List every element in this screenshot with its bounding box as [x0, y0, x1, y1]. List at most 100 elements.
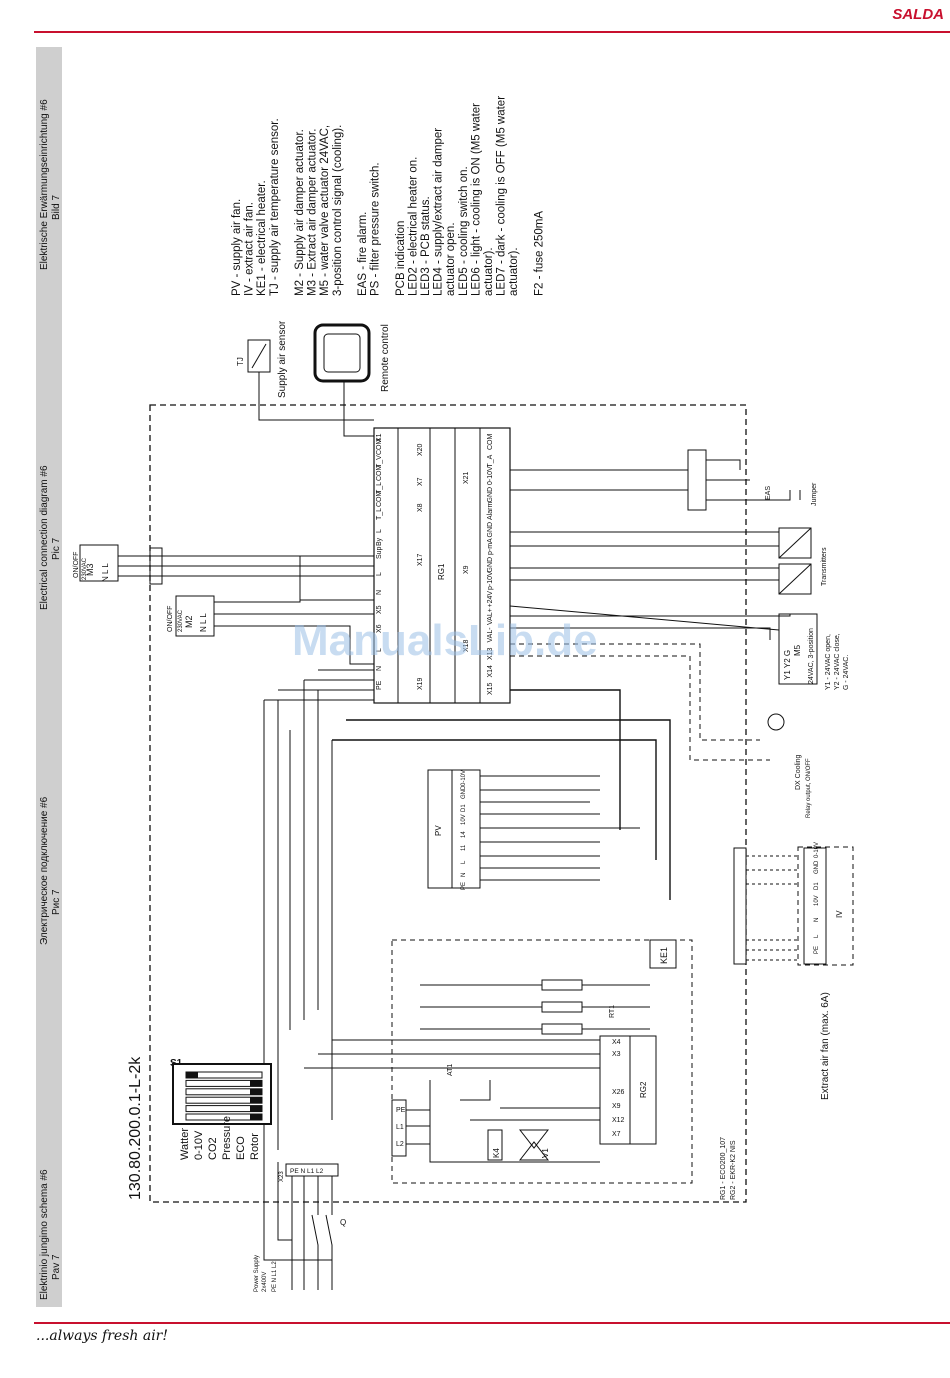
rg1-x17-pin: COM [376, 491, 383, 508]
m5-valve-actuator [778, 613, 818, 685]
slogan: ...always fresh air! [36, 1328, 169, 1344]
x23-pins: PE N L1 L2 [290, 1168, 324, 1175]
dip-knob [250, 1114, 262, 1120]
dx-cooling-label: DX Cooling [795, 754, 802, 790]
legend-line: LED4 - supply/extract air damper [433, 128, 445, 296]
rg1-section-label: X20 [417, 443, 424, 456]
m3-mode: ON/OFF [73, 552, 80, 578]
pv-pin: PE [461, 882, 467, 890]
rg1-right-pin: p-10V [487, 571, 494, 590]
pv-pin: 11 [461, 844, 467, 851]
rg1-x17-pin: T_L [376, 508, 383, 520]
rg2-pin: X12 [612, 1117, 625, 1124]
m3-pins: N L L [101, 563, 110, 582]
power-pins-label: PE N L1 L2 [272, 1261, 278, 1292]
board-label-rg1: RG1 - ECO200_107 [720, 1137, 727, 1200]
iv-label: IV [835, 910, 844, 918]
m3-voltage: 230VAC [82, 557, 88, 580]
power-voltage-label: 2x400V [262, 1272, 268, 1292]
remote-control-label: Remote control [380, 324, 391, 392]
rg1-x17-pin: COM [376, 465, 383, 482]
dip-knob [186, 1072, 198, 1078]
pv-pin: N [461, 873, 467, 877]
rg2-pin: X7 [612, 1131, 621, 1138]
dip-knob [250, 1105, 262, 1112]
k4-relay [487, 1129, 503, 1161]
rg1-section-label: X7 [417, 477, 424, 486]
dip-knob [250, 1080, 262, 1087]
legend: PV - supply air fan.IV - extract air fan… [231, 96, 545, 296]
switch-option-label: 0-10V [193, 1130, 205, 1160]
dip-knob [250, 1097, 262, 1104]
iv-pin: N [814, 918, 820, 922]
rg1-x17-pin: By [376, 537, 383, 546]
rg1-board [373, 427, 511, 704]
rg1-x17-pin: T_V [376, 455, 383, 468]
m5-note: Y1 - 24VAC open, [825, 634, 832, 690]
rg1-x17-pin: X1 [376, 433, 383, 442]
rg1-right-pin: p-mA [487, 538, 494, 555]
x23-terminal [285, 1163, 339, 1177]
pv-pin: 10V [461, 814, 467, 825]
switch-option-label: CO2 [207, 1137, 219, 1160]
model-number: 130.80.200.0.1-L-2k [127, 1056, 144, 1200]
iv-pin: 0-10V [814, 842, 820, 858]
transmitters-label: Transmitters [821, 547, 828, 586]
rg1-right-pin: X13 [487, 647, 494, 660]
m5-pins: Y1 Y2 G [783, 650, 792, 680]
x16-1-terminal [733, 847, 747, 965]
rt1-label: RT1 [609, 1005, 616, 1018]
rg1-left-pin: PE [376, 680, 383, 690]
sidebar-title-en: Electrical connection diagram #6 [39, 465, 50, 610]
iv-pin: 10V [814, 895, 820, 906]
legend-line: LED6 - light - cooling is ON (M5 water [470, 103, 482, 296]
rg1-right-pin: X15 [487, 682, 494, 695]
pv-pin: 14 [461, 831, 467, 838]
m2-actuator [175, 595, 215, 637]
legend-line: IV - extract air fan. [244, 202, 256, 296]
m5-note: Y2 - 24VAC close, [834, 633, 841, 690]
m2-mode: ON/OFF [167, 606, 174, 632]
v1-label: V1 [541, 1148, 550, 1158]
x22-pin: L1 [396, 1124, 404, 1131]
power-supply-label: Power Supply [254, 1255, 260, 1292]
switch-option-label: Pressure [221, 1116, 233, 1160]
legend-line: M2 - Supply air damper actuator. [294, 129, 306, 296]
top-divider [34, 31, 950, 33]
rg1-right-pin: GND [487, 557, 494, 573]
rg1-section-label: X9 [463, 565, 470, 574]
rg1-right-pin: GND [487, 522, 494, 538]
legend-line: actuator). [483, 247, 495, 296]
sidebar-title-de: Elektrische Erwärmungseinrichtung #6 [39, 99, 50, 270]
rg1-section-label: X8 [417, 503, 424, 512]
switch-option-label: Rotor [249, 1133, 261, 1160]
tj-label: TJ [236, 357, 245, 366]
legend-line: PCB indication [395, 221, 407, 296]
iv-pin: D1 [814, 882, 820, 890]
legend-line: LED7 - dark - cooling is OFF (M5 water [496, 96, 508, 296]
rg2-label: RG2 [639, 1081, 648, 1098]
x16-2-ps-eas-terminal [687, 449, 707, 511]
legend-line: LED2 - electrical heater on. [407, 157, 419, 296]
relay-output-label: Relay output, ON/OFF [806, 758, 812, 818]
sidebar-title-ru: Электрическое подключение #6 [39, 796, 50, 945]
iv-fan [797, 846, 854, 966]
rg1-x17-pin: Sup [376, 546, 383, 559]
remote-control-device [313, 323, 371, 383]
rg1-left-pin: L [376, 648, 383, 652]
x22-terminal [391, 1099, 407, 1157]
pv-pin: L [461, 860, 467, 864]
rg1-left-pin: N [376, 590, 383, 595]
x23-label: X23 [279, 1171, 285, 1182]
m2-pins: N L L [199, 613, 208, 632]
rg1-right-pin: VAL- [487, 627, 494, 643]
legend-line: TJ - supply air temperature sensor. [269, 118, 281, 296]
rg1-right-pin: T_A [487, 454, 494, 467]
rg1-left-pin: L [376, 572, 383, 576]
legend-line: PV - supply air fan. [231, 199, 243, 296]
legend-line: LED3 - PCB status. [420, 196, 432, 296]
rg1-x17-pin: COM [376, 439, 383, 456]
watermark: ManualsLib.de [292, 616, 598, 665]
rg1-section-label: X19 [417, 677, 424, 690]
